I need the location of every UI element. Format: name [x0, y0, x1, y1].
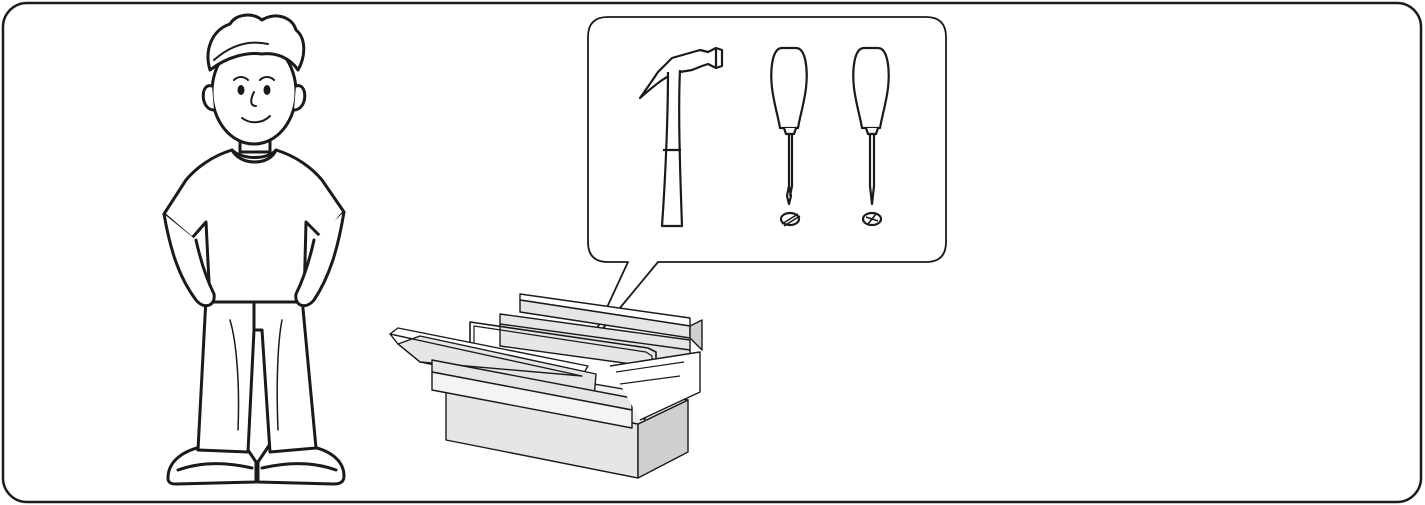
person-figure-icon	[162, 13, 346, 486]
claw-hammer-icon	[638, 46, 724, 228]
cantilever-toolbox-icon	[389, 293, 703, 479]
trousers	[196, 296, 318, 454]
left-arm	[162, 212, 216, 308]
right-arm	[294, 210, 346, 308]
flathead-screwdriver-icon	[770, 46, 808, 227]
t-shirt	[162, 148, 346, 304]
phillips-screwdriver-icon	[852, 46, 890, 227]
